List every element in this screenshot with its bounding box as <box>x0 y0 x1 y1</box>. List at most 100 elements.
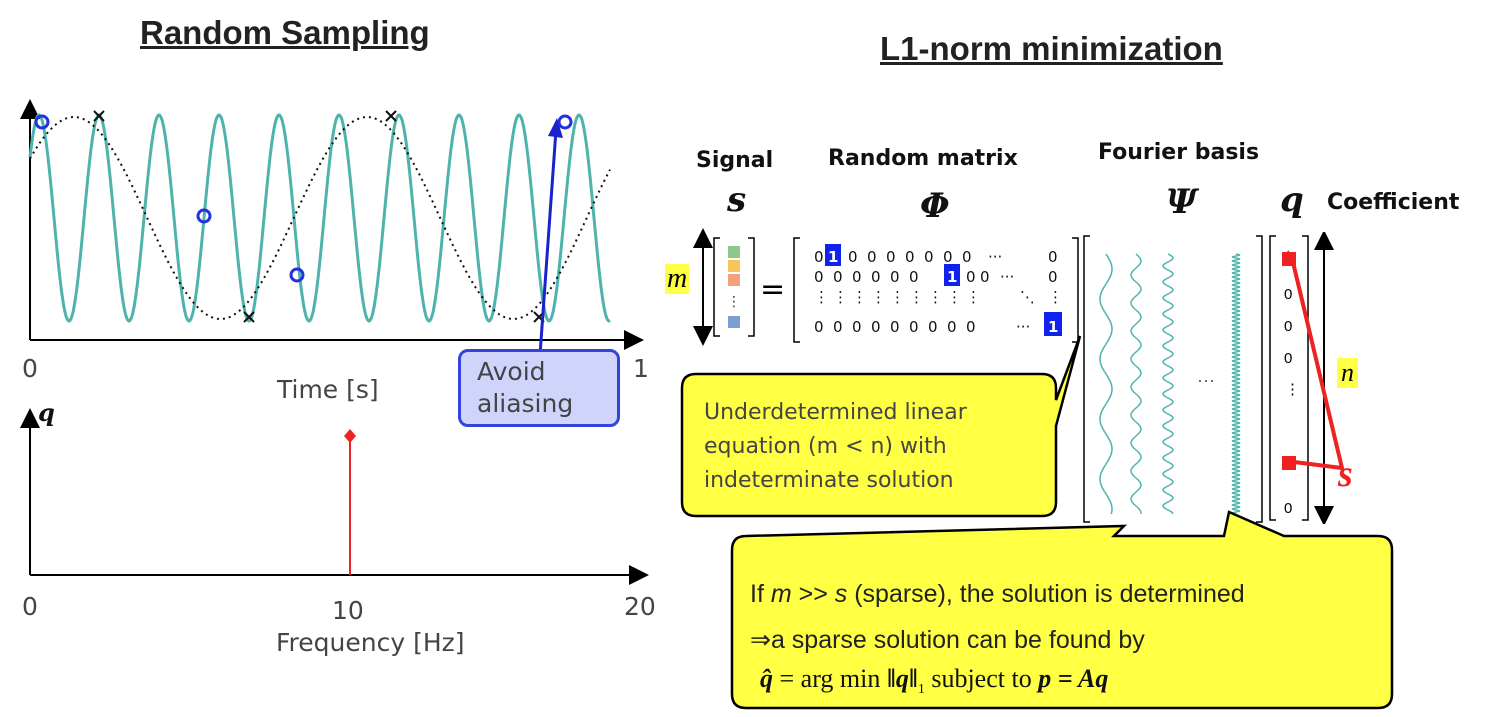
time-domain-plot <box>20 99 644 356</box>
svg-text:⋮: ⋮ <box>727 294 741 310</box>
equals-sign: = <box>760 272 786 307</box>
svg-text:⋮: ⋮ <box>890 288 905 306</box>
symbol-q: q <box>1280 180 1304 220</box>
freq-tick-20: 20 <box>624 592 656 621</box>
line1-prefix: If <box>750 580 771 608</box>
fourier-basis-matrix <box>1083 235 1263 523</box>
svg-text:0: 0 <box>928 318 938 336</box>
time-axis-label: Time [s] <box>277 375 379 404</box>
svg-text:0: 0 <box>966 318 976 336</box>
svg-text:1: 1 <box>828 248 838 266</box>
svg-text:0: 0 <box>852 318 862 336</box>
coefficient-vector <box>1269 232 1345 524</box>
svg-text:1: 1 <box>1048 318 1058 336</box>
uniform-sample-marks <box>93 110 545 323</box>
coeff-value-3: 0 <box>1284 350 1293 367</box>
svg-text:0: 0 <box>890 268 900 286</box>
svg-text:0: 0 <box>814 248 824 266</box>
avoid-aliasing-callout: Avoid aliasing <box>458 349 620 427</box>
svg-text:0: 0 <box>871 268 881 286</box>
coeff-value-4: ⋮ <box>1285 381 1300 398</box>
svg-text:0: 0 <box>909 318 919 336</box>
underdetermined-callout-text: Underdetermined linear equation (m < n) … <box>704 400 967 493</box>
svg-text:1: 1 <box>947 268 957 286</box>
svg-text:0: 0 <box>814 318 824 336</box>
coefficient-label: Coefficient <box>1327 190 1460 215</box>
svg-text:0: 0 <box>1048 268 1058 286</box>
aliased-signal <box>29 116 611 320</box>
random-matrix-label: Random matrix <box>828 146 1018 171</box>
svg-text:0: 0 <box>947 318 957 336</box>
underdetermined-callout-shape <box>680 335 1082 518</box>
basis-wave-3 <box>1162 253 1174 515</box>
svg-text:0: 0 <box>962 248 972 266</box>
symbol-psi: Ψ <box>1166 182 1198 222</box>
freq-tick-0: 0 <box>22 592 38 621</box>
sparse-solution-callout-shape <box>730 510 1394 710</box>
m-label: m <box>665 263 690 294</box>
symbol-phi: Φ <box>920 186 950 226</box>
svg-text:0: 0 <box>848 248 858 266</box>
basis-wave-n <box>1231 253 1241 515</box>
svg-text:⋮: ⋮ <box>833 288 848 306</box>
svg-text:···: ··· <box>1000 268 1014 286</box>
svg-text:⋮: ⋮ <box>852 288 867 306</box>
svg-text:0: 0 <box>966 268 976 286</box>
line1-m: m <box>770 580 792 608</box>
sparsity-label: s <box>1338 453 1353 495</box>
svg-text:0: 0 <box>890 318 900 336</box>
frequency-domain-plot <box>20 408 649 585</box>
n-label: n <box>1337 358 1358 388</box>
l1-minimization-title: L1-norm minimization <box>880 30 1223 67</box>
svg-text:⋮: ⋮ <box>909 288 924 306</box>
high-frequency-signal <box>28 113 611 323</box>
sparse-solution-line1: If m >> s (sparse), the solution is dete… <box>750 580 1245 609</box>
formula-subject: subject to <box>924 664 1039 693</box>
symbol-s: s <box>727 180 747 220</box>
svg-text:0: 0 <box>905 248 915 266</box>
svg-text:0: 0 <box>867 248 877 266</box>
random-sample-points <box>34 114 573 283</box>
svg-text:0: 0 <box>814 268 824 286</box>
formula-rhs: p = Aq <box>1038 664 1109 693</box>
frequency-spike-marker <box>344 429 356 443</box>
svg-text:0: 0 <box>924 248 934 266</box>
frequency-axis-label: Frequency [Hz] <box>276 628 465 657</box>
svg-text:0: 0 <box>980 268 990 286</box>
basis-ellipsis: ··· <box>1197 370 1215 390</box>
l1-formula: q̂ = arg min ‖q‖1 subject to p = Aq <box>760 664 1108 698</box>
coeff-value-2: 0 <box>1284 318 1293 335</box>
callout-pointer <box>538 129 558 356</box>
svg-text:⋮: ⋮ <box>947 288 962 306</box>
freq-y-label: q <box>38 398 55 427</box>
svg-text:0: 0 <box>833 318 843 336</box>
formula-eq: = arg min <box>773 664 887 693</box>
svg-text:⋮: ⋮ <box>1048 288 1063 306</box>
freq-tick-10: 10 <box>332 596 364 625</box>
svg-text:···: ··· <box>988 248 1002 266</box>
svg-text:···: ··· <box>1016 318 1030 336</box>
formula-lhs: q̂ <box>760 664 773 693</box>
line1-s: s <box>834 580 848 608</box>
formula-sub: 1 <box>917 682 925 698</box>
formula-norm: ‖q‖ <box>886 664 918 693</box>
sparse-solution-line2: ⇒a sparse solution can be found by <box>750 626 1145 654</box>
svg-text:0: 0 <box>871 318 881 336</box>
signal-vector: ⋮ <box>693 228 755 346</box>
avoid-aliasing-text: Avoid aliasing <box>477 357 574 418</box>
line1-mid: >> <box>791 580 835 608</box>
coeff-value-1: 0 <box>1284 286 1293 303</box>
svg-text:⋮: ⋮ <box>966 288 981 306</box>
svg-text:⋮: ⋮ <box>871 288 886 306</box>
svg-text:⋱: ⋱ <box>1020 288 1035 306</box>
time-tick-1: 1 <box>633 354 649 383</box>
time-tick-0: 0 <box>22 354 38 383</box>
random-sampling-title: Random Sampling <box>140 14 430 51</box>
svg-text:⋮: ⋮ <box>814 288 829 306</box>
svg-text:0: 0 <box>1048 248 1058 266</box>
svg-text:⋮: ⋮ <box>928 288 943 306</box>
svg-text:0: 0 <box>833 268 843 286</box>
line1-rest: (sparse), the solution is determined <box>847 580 1245 608</box>
svg-text:0: 0 <box>943 248 953 266</box>
